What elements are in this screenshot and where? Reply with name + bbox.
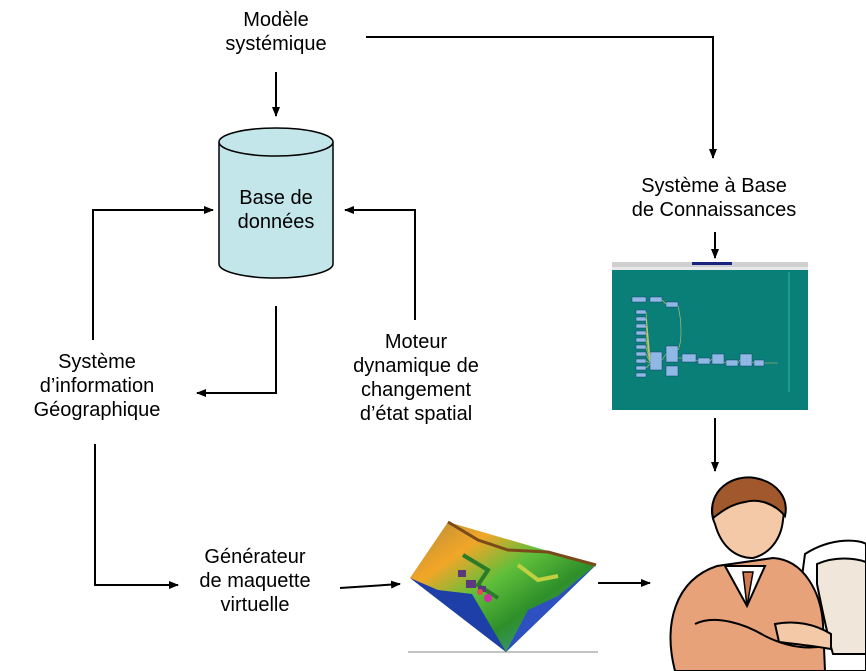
node-sbc-line1: Système à Base [641,175,787,197]
software-window-icon [612,262,808,410]
node-systeme-information-geographique: Système d’information Géographique [22,350,172,422]
node-moteur-line2: dynamique de [353,355,479,377]
node-sig-line2: d’information [39,375,155,397]
node-sig-line1: Système [58,351,136,373]
person-at-computer-icon [669,476,866,671]
database-cylinder [218,127,334,279]
node-systeme-base-connaissances: Système à Base de Connaissances [614,174,814,222]
node-moteur-line3: changement [360,379,472,401]
node-moteur-dynamique: Moteur dynamique de changement d’état sp… [336,330,496,426]
node-generateur-line2: de maquette [199,570,311,592]
node-modele-systemique: Modèle systémique [216,8,336,56]
node-base-line1: Base de [239,187,313,209]
arrow-sig-to-generateur [94,444,179,589]
node-modele-line1: Modèle [243,9,309,31]
arrow-modele-to-sbc [366,36,717,159]
arrow-moteur-to-base [344,206,416,320]
arrow-base-to-sig [196,306,277,397]
node-moteur-line1: Moteur [384,331,448,353]
node-sbc-line2: de Connaissances [631,199,797,221]
node-sig-line3: Géographique [33,399,161,421]
node-modele-line2: systémique [225,33,327,55]
arrow-sig-to-base [92,206,214,340]
arrow-generateur-to-terrain [339,580,401,589]
node-generateur-line3: virtuelle [220,594,290,616]
node-generateur-maquette: Générateur de maquette virtuelle [180,545,330,617]
node-moteur-line4: d’état spatial [359,403,473,425]
node-generateur-line1: Générateur [204,546,306,568]
node-base-de-donnees: Base de données [219,186,333,234]
terrain-3d-icon [408,520,598,653]
node-base-line2: données [237,211,315,233]
